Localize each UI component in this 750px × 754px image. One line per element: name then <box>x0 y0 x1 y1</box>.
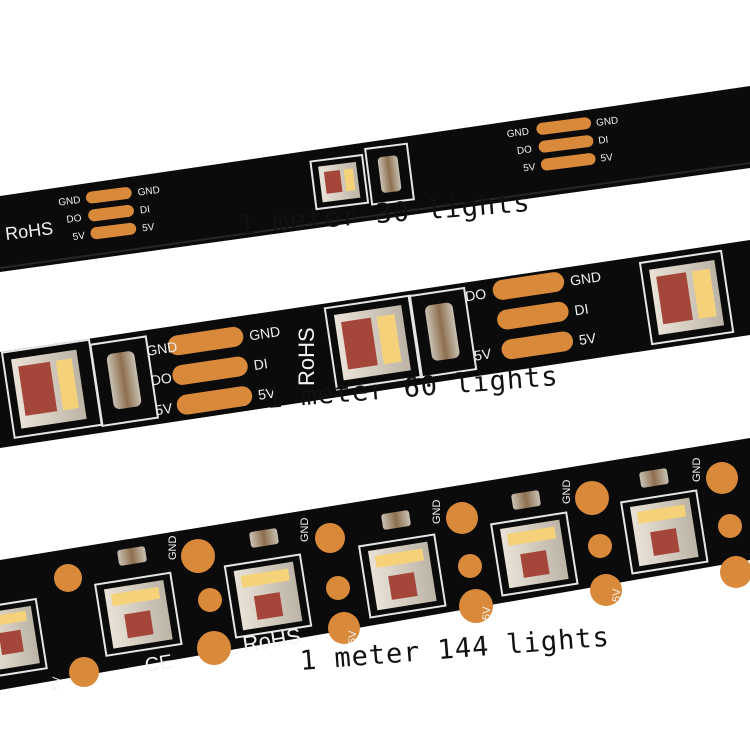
strip-144-leds: RoHS CE GND GND GND GND GND 5V 5V 5V 5V <box>0 438 750 690</box>
label-5v: 5V <box>72 231 86 243</box>
capacitor <box>407 286 478 379</box>
capacitor <box>89 335 160 427</box>
led-chip <box>0 338 103 439</box>
label-5v: 5V <box>154 400 174 418</box>
label-do: DO <box>516 144 532 157</box>
label-gnd: GND <box>299 518 311 543</box>
label-gnd: GND <box>561 480 573 505</box>
label-gnd: GND <box>569 268 602 288</box>
label-gnd: GND <box>137 185 160 199</box>
solder-pads <box>54 462 750 687</box>
pad-group-right: GND DO 5V GND DI 5V <box>506 115 619 174</box>
strip-30-leds: GND DO 5V GND DI 5V RoHS <box>0 86 750 272</box>
label-di: DI <box>573 300 589 318</box>
label-5v: 5V <box>578 330 598 348</box>
label-5v: 5V <box>611 588 623 602</box>
label-5v: 5V <box>51 676 63 690</box>
label-do: DO <box>66 213 82 226</box>
strip-60-leds: GND DO 5V GND DI 5V RoHS <box>0 240 750 448</box>
led-chip <box>490 511 579 597</box>
label-gnd: GND <box>595 115 618 129</box>
label-5v: 5V <box>142 222 156 234</box>
led-chip <box>223 553 313 639</box>
label-5v: 5V <box>600 152 614 164</box>
label-do: DO <box>150 370 173 389</box>
rohs-mark: RoHS <box>294 327 319 386</box>
label-gnd: GND <box>58 195 81 209</box>
capacitor <box>364 142 415 206</box>
pad-group-right: DO 5V GND DI 5V <box>464 268 602 363</box>
led-chip <box>638 249 735 346</box>
label-5v: 5V <box>473 345 493 363</box>
label-5v: 5V <box>257 384 277 402</box>
label-di: DI <box>139 204 150 216</box>
led-chip <box>620 489 709 575</box>
label-gnd: GND <box>691 458 703 483</box>
label-do: DO <box>464 285 487 304</box>
led-chip <box>94 571 183 657</box>
pad-group-left: GND DO 5V GND DI 5V <box>145 323 281 418</box>
led-chip <box>0 597 48 680</box>
label-di: DI <box>253 355 269 373</box>
ce-mark: CE <box>143 651 174 677</box>
led-chip <box>309 153 370 211</box>
led-chip <box>358 533 447 619</box>
label-gnd: GND <box>248 323 281 343</box>
label-gnd: GND <box>145 338 178 358</box>
label-gnd: GND <box>167 536 179 561</box>
capacitor <box>117 468 669 566</box>
led-chip <box>323 294 424 391</box>
label-5v: 5V <box>481 606 493 620</box>
label-5v: 5V <box>347 630 359 644</box>
label-gnd: GND <box>431 500 443 525</box>
pad-group-left: GND DO 5V GND DI 5V <box>58 185 161 243</box>
label-5v: 5V <box>523 162 537 174</box>
label-gnd: GND <box>506 126 529 140</box>
label-di: DI <box>598 135 609 147</box>
